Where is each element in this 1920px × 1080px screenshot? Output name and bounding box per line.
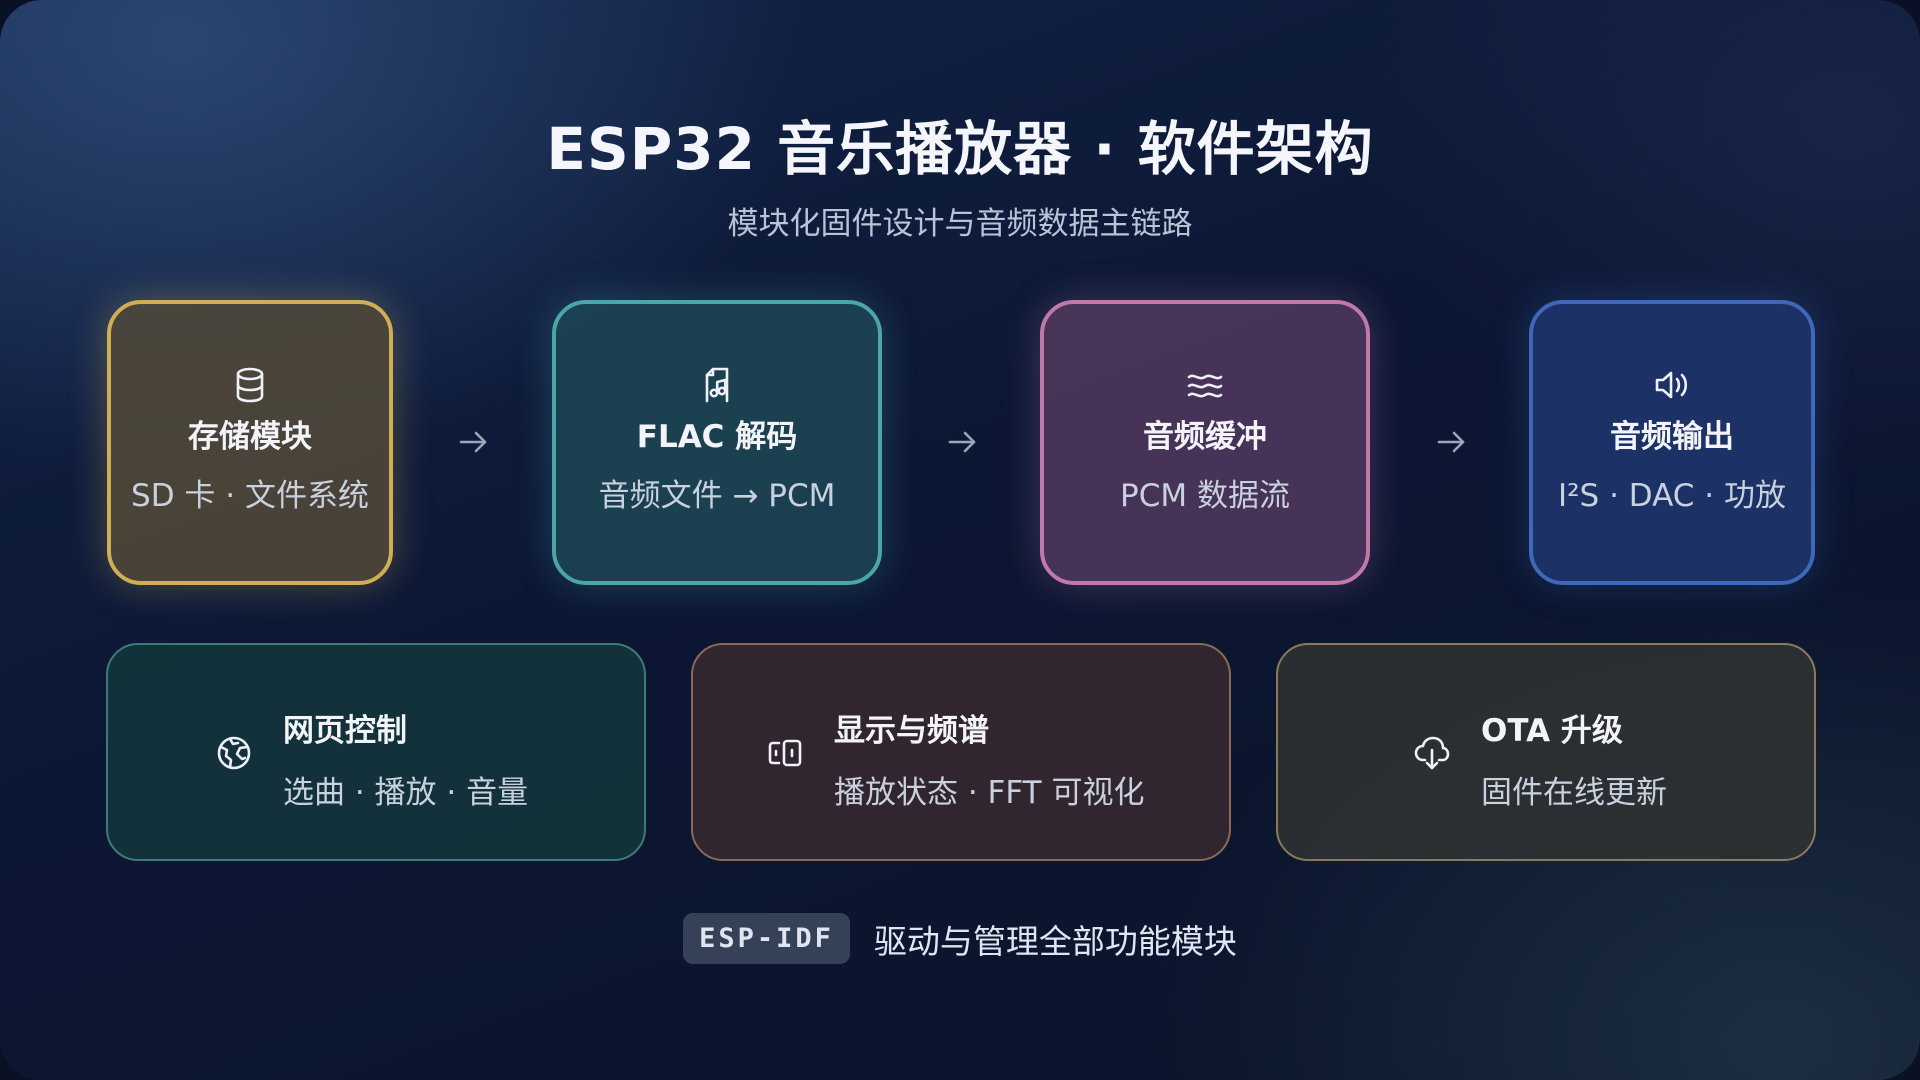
- cloud-download-icon: [1412, 733, 1452, 773]
- display-icon: [765, 733, 805, 773]
- module-desc: 音频文件 → PCM: [598, 478, 836, 514]
- page-subtitle: 模块化固件设计与音频数据主链路: [727, 206, 1193, 242]
- module-buffer: 音频缓冲 PCM 数据流: [1040, 300, 1370, 585]
- page-title: ESP32 音乐播放器 · 软件架构: [546, 115, 1374, 183]
- feature-web-control: 网页控制 选曲 · 播放 · 音量: [106, 643, 646, 861]
- module-desc: SD 卡 · 文件系统: [131, 478, 369, 514]
- module-output: 音频输出 I²S · DAC · 功放: [1529, 300, 1815, 585]
- module-title: 音频输出: [1610, 419, 1734, 455]
- module-desc: PCM 数据流: [1120, 478, 1290, 514]
- feature-ota-upgrade: OTA 升级 固件在线更新: [1276, 643, 1816, 861]
- footer: ESP-IDF 驱动与管理全部功能模块: [0, 913, 1920, 964]
- feature-display-spectrum: 显示与频谱 播放状态 · FFT 可视化: [691, 643, 1231, 861]
- module-title: FLAC 解码: [636, 419, 798, 455]
- arrow-right-icon: [945, 420, 979, 464]
- wave-stack-icon: [1185, 365, 1225, 405]
- module-decode: FLAC 解码 音频文件 → PCM: [552, 300, 882, 585]
- feature-desc: 选曲 · 播放 · 音量: [283, 775, 529, 811]
- database-icon: [230, 365, 270, 405]
- arrow-right-icon: [456, 420, 490, 464]
- module-title: 音频缓冲: [1143, 419, 1267, 455]
- arrow-right-icon: [1434, 420, 1468, 464]
- module-desc: I²S · DAC · 功放: [1557, 478, 1786, 514]
- music-file-icon: [697, 365, 737, 405]
- module-title: 存储模块: [188, 419, 312, 455]
- feature-title: 网页控制: [283, 713, 407, 749]
- framework-badge: ESP-IDF: [683, 913, 850, 964]
- feature-title: 显示与频谱: [834, 713, 989, 749]
- module-storage: 存储模块 SD 卡 · 文件系统: [107, 300, 393, 585]
- footer-text: 驱动与管理全部功能模块: [873, 921, 1237, 961]
- globe-icon: [214, 733, 254, 773]
- speaker-icon: [1652, 365, 1692, 405]
- feature-desc: 固件在线更新: [1481, 775, 1667, 811]
- feature-desc: 播放状态 · FFT 可视化: [834, 775, 1145, 811]
- feature-title: OTA 升级: [1481, 713, 1623, 749]
